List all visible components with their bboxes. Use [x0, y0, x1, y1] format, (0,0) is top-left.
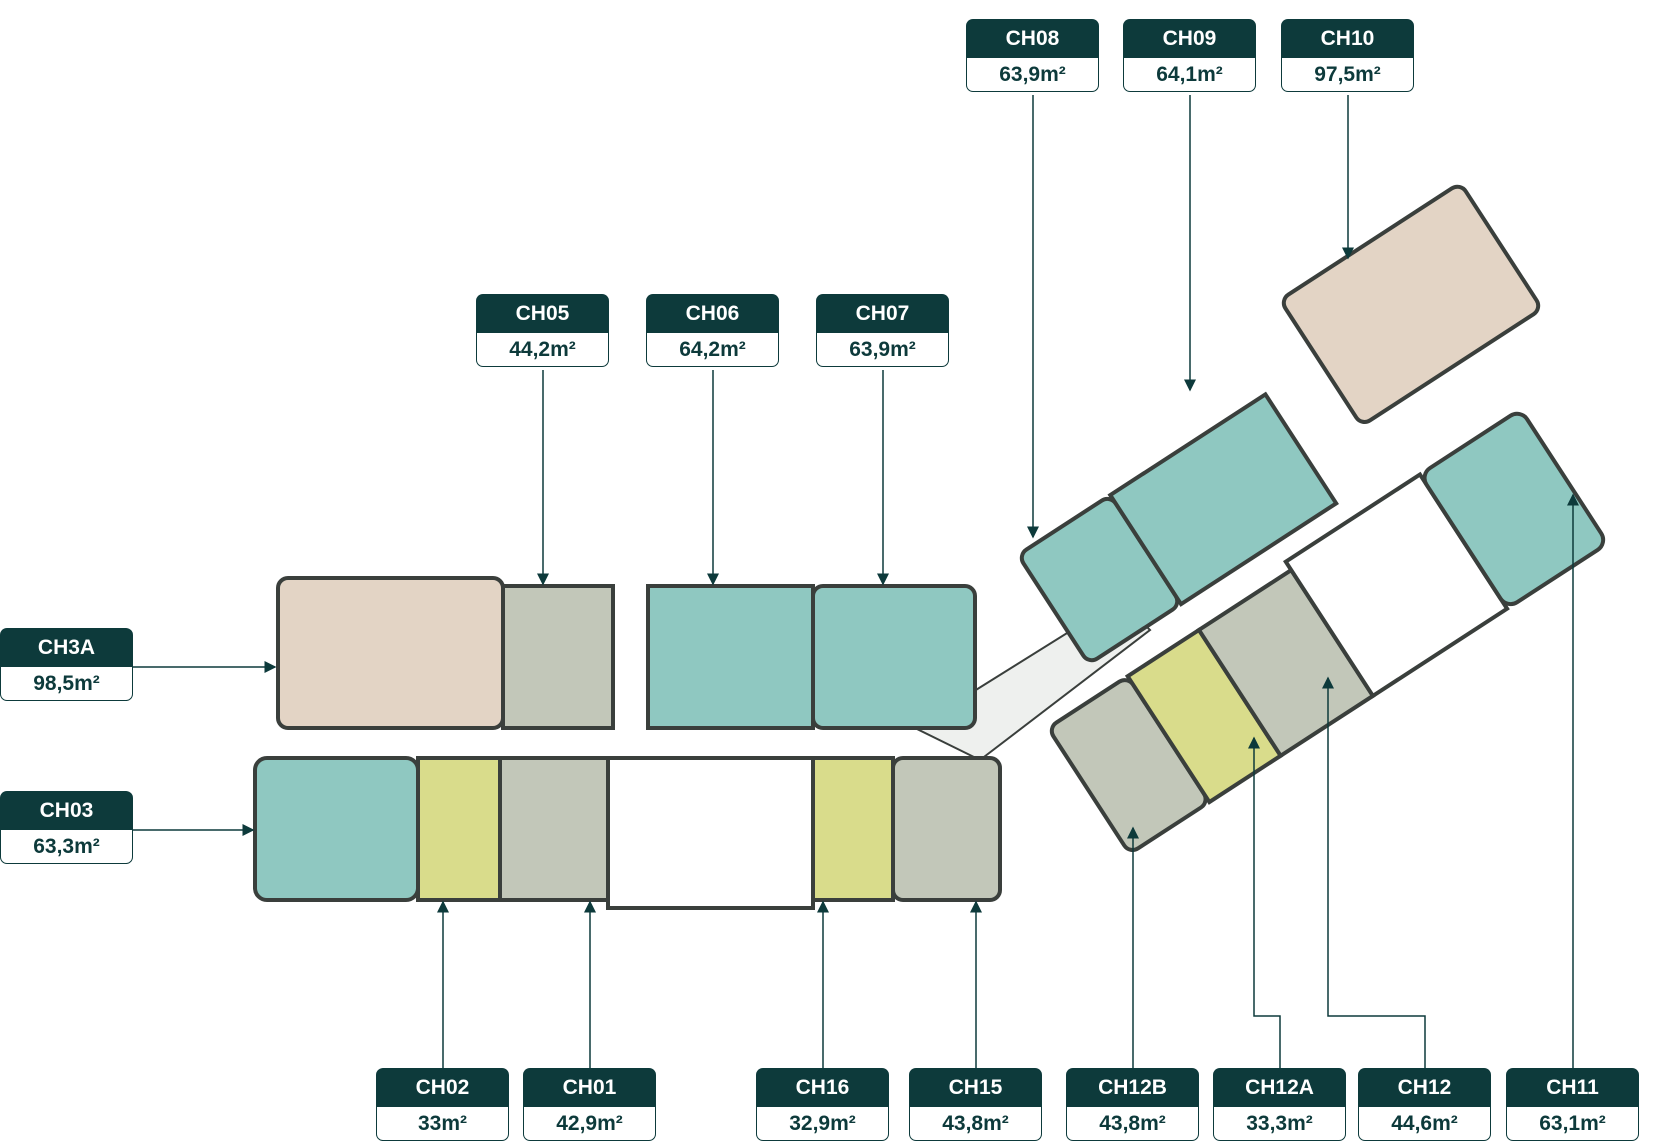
unit-ch05[interactable] — [501, 584, 615, 730]
label-ch12b[interactable]: CH12B 43,8m² — [1066, 1068, 1199, 1141]
unit-ch11[interactable] — [1420, 409, 1608, 609]
label-ch07[interactable]: CH07 63,9m² — [816, 294, 949, 367]
unit-ch01[interactable] — [498, 756, 610, 902]
unit-code: CH3A — [0, 628, 133, 667]
unit-code: CH05 — [476, 294, 609, 333]
label-ch09[interactable]: CH09 64,1m² — [1123, 19, 1256, 92]
label-ch3a[interactable]: CH3A 98,5m² — [0, 628, 133, 701]
unit-ch07[interactable] — [811, 584, 977, 730]
label-ch12[interactable]: CH12 44,6m² — [1358, 1068, 1491, 1141]
label-ch08[interactable]: CH08 63,9m² — [966, 19, 1099, 92]
leader-ch12a — [1248, 736, 1281, 1068]
label-ch16[interactable]: CH16 32,9m² — [756, 1068, 889, 1141]
unit-code: CH07 — [816, 294, 949, 333]
unit-ch15[interactable] — [891, 756, 1002, 902]
unit-ch3a[interactable] — [276, 576, 505, 730]
label-ch10[interactable]: CH10 97,5m² — [1281, 19, 1414, 92]
label-ch03[interactable]: CH03 63,3m² — [0, 791, 133, 864]
label-ch15[interactable]: CH15 43,8m² — [909, 1068, 1042, 1141]
label-ch05[interactable]: CH05 44,2m² — [476, 294, 609, 367]
unit-area: 63,1m² — [1506, 1107, 1639, 1141]
label-ch01[interactable]: CH01 42,9m² — [523, 1068, 656, 1141]
unit-ch03[interactable] — [253, 756, 420, 902]
unit-code: CH11 — [1506, 1068, 1639, 1107]
unit-code: CH12A — [1213, 1068, 1346, 1107]
unit-code: CH10 — [1281, 19, 1414, 58]
unit-code: CH06 — [646, 294, 779, 333]
unit-area: 32,9m² — [756, 1107, 889, 1141]
unit-area: 97,5m² — [1281, 58, 1414, 92]
unit-code: CH02 — [376, 1068, 509, 1107]
unit-area: 63,9m² — [816, 333, 949, 367]
unit-code: CH16 — [756, 1068, 889, 1107]
unit-code: CH09 — [1123, 19, 1256, 58]
unit-area: 42,9m² — [523, 1107, 656, 1141]
unit-ch02[interactable] — [416, 756, 502, 902]
unit-area: 98,5m² — [0, 667, 133, 701]
unit-area: 64,2m² — [646, 333, 779, 367]
unit-area: 43,8m² — [909, 1107, 1042, 1141]
unit-code: CH01 — [523, 1068, 656, 1107]
unit-code: CH08 — [966, 19, 1099, 58]
core-lifts — [606, 756, 815, 910]
unit-area: 63,9m² — [966, 58, 1099, 92]
unit-area: 44,6m² — [1358, 1107, 1491, 1141]
unit-ch16[interactable] — [811, 756, 895, 902]
unit-area: 43,8m² — [1066, 1107, 1199, 1141]
unit-code: CH12B — [1066, 1068, 1199, 1107]
unit-ch10[interactable] — [1280, 183, 1542, 426]
label-ch11[interactable]: CH11 63,1m² — [1506, 1068, 1639, 1141]
unit-code: CH03 — [0, 791, 133, 830]
unit-area: 33,3m² — [1213, 1107, 1346, 1141]
leader-ch12 — [1322, 676, 1426, 1068]
unit-code: CH15 — [909, 1068, 1042, 1107]
label-ch02[interactable]: CH02 33m² — [376, 1068, 509, 1141]
unit-ch06[interactable] — [646, 584, 815, 730]
unit-area: 64,1m² — [1123, 58, 1256, 92]
unit-ch09[interactable] — [1107, 391, 1339, 607]
label-ch06[interactable]: CH06 64,2m² — [646, 294, 779, 367]
label-ch12a[interactable]: CH12A 33,3m² — [1213, 1068, 1346, 1141]
unit-area: 33m² — [376, 1107, 509, 1141]
unit-area: 44,2m² — [476, 333, 609, 367]
unit-code: CH12 — [1358, 1068, 1491, 1107]
unit-area: 63,3m² — [0, 830, 133, 864]
